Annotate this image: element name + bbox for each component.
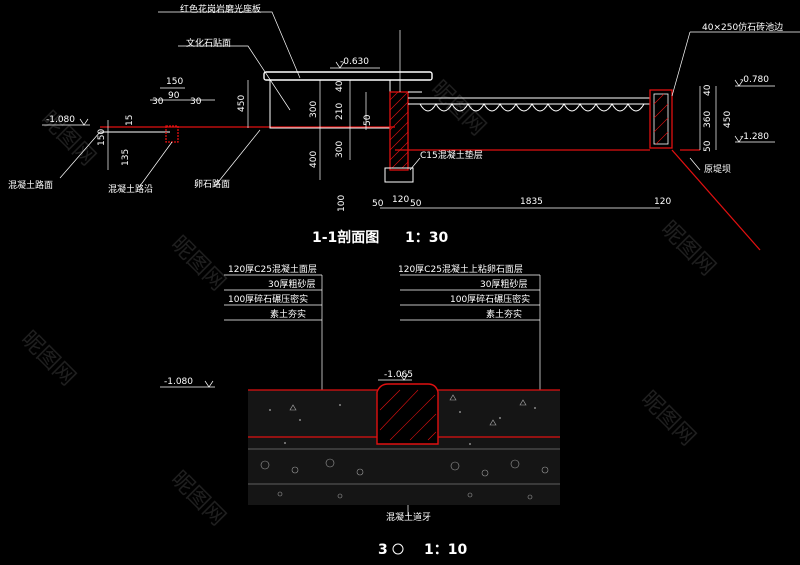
dim-150v: 150: [97, 129, 107, 146]
elev-right-bottom: -1.280: [740, 132, 769, 142]
gravel-pattern: [260, 458, 549, 500]
dim-30b: 30: [190, 97, 202, 107]
dim-40: 40: [335, 80, 345, 92]
dim-50b: 50: [372, 199, 384, 209]
layer-left-3: 100厚碎石碾压密实: [228, 293, 308, 305]
dim-450: 450: [237, 95, 247, 112]
concrete-curb-block: [376, 383, 439, 445]
dim-300a: 300: [309, 101, 319, 118]
label-pebble-road: 卵石路面: [194, 178, 230, 190]
dim-r40: 40: [703, 84, 713, 96]
dim-100: 100: [337, 195, 347, 212]
section-1-scale: 1：30: [405, 230, 448, 246]
label-concrete-road: 混凝土路面: [8, 179, 53, 191]
pool-edge-right: [649, 89, 673, 149]
c15-cushion: [384, 167, 414, 183]
layer-right-2: 30厚粗砂层: [480, 278, 527, 290]
dim-50c: 50: [410, 199, 422, 209]
dim-15: 15: [125, 115, 135, 126]
section-3-scale: 1：10: [424, 542, 467, 558]
watermark-text: 昵图网: [166, 232, 230, 296]
concrete-curb: [165, 125, 179, 143]
watermark-text: 昵图网: [636, 387, 700, 451]
dim-400: 400: [309, 151, 319, 168]
dim-150: 150: [166, 77, 183, 87]
dim-50a: 50: [363, 114, 373, 126]
elev-top: -0.630: [340, 57, 369, 67]
layer-left-4: 素土夯实: [270, 308, 306, 320]
water-surface: [419, 102, 645, 112]
dim-r50: 50: [703, 140, 713, 152]
dim-30a: 30: [152, 97, 164, 107]
label-fake-stone-edge: 40×250仿石砖池边: [702, 21, 783, 33]
section-3-number: 3: [378, 542, 388, 558]
section-1-title: 1-1剖面图: [312, 229, 379, 246]
elev-section3-curb: -1.065: [384, 370, 413, 380]
section-symbol: [392, 543, 404, 555]
elev-left: -1.080: [46, 115, 75, 125]
label-granite-cap: 红色花岗岩磨光座板: [180, 3, 261, 15]
layer-right-3: 100厚碎石碾压密实: [450, 293, 530, 305]
dim-120b: 120: [654, 197, 671, 207]
dim-90: 90: [168, 91, 180, 101]
dim-120a: 120: [392, 195, 409, 205]
elev-right-top: -0.780: [740, 75, 769, 85]
label-c15-cushion: C15混凝土垫层: [420, 149, 483, 161]
label-cultural-stone: 文化石贴面: [186, 37, 231, 49]
dim-135: 135: [121, 149, 131, 166]
granite-bench-cap: [263, 71, 433, 81]
pool-wall: [389, 91, 409, 171]
label-concrete-curb: 混凝土路沿: [108, 183, 153, 195]
elev-section3-left: -1.080: [164, 377, 193, 387]
dim-300b: 300: [335, 141, 345, 158]
section-1-1: 红色花岗岩磨光座板 文化石贴面 40×250仿石砖池边 混凝土路面 混凝土路沿 …: [8, 3, 800, 251]
dim-r450: 450: [723, 111, 733, 128]
dim-210: 210: [335, 103, 345, 120]
label-original-dam: 原堤坝: [704, 164, 731, 175]
label-curb-stone: 混凝土道牙: [386, 511, 431, 523]
dim-1835: 1835: [520, 197, 543, 207]
watermark-text: 昵图网: [16, 327, 80, 391]
section-3: 120厚C25混凝土面层 30厚粗砂层 100厚碎石碾压密实 素土夯实 120厚…: [160, 263, 560, 558]
layer-left-1: 120厚C25混凝土面层: [228, 263, 317, 275]
dim-r360: 360: [703, 111, 713, 128]
watermark-text: 昵图网: [166, 467, 230, 531]
layer-left-2: 30厚粗砂层: [268, 278, 315, 290]
layer-right-1: 120厚C25混凝土上粘卵石面层: [398, 263, 523, 275]
watermark-text: 昵图网: [656, 217, 720, 281]
layer-right-4: 素土夯实: [486, 308, 522, 320]
wall-hatch: [389, 91, 409, 169]
